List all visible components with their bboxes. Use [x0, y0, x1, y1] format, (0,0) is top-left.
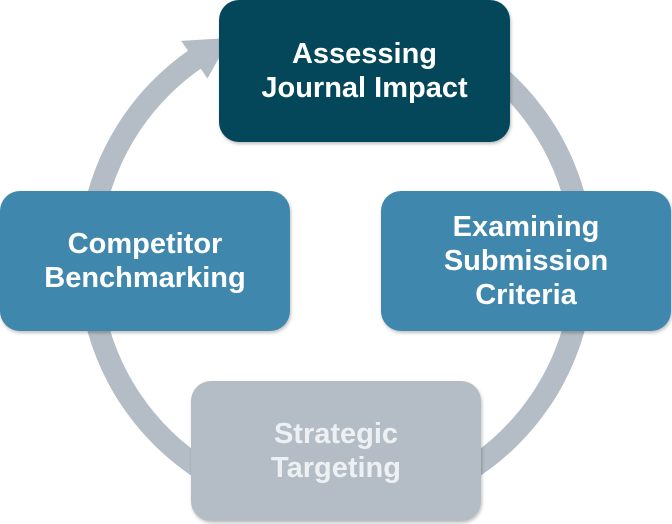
step-competitor-benchmarking: Competitor Benchmarking [0, 191, 290, 331]
step-label-line: Competitor [67, 228, 223, 260]
arrow-head-icon [181, 37, 231, 79]
step-label-line: Strategic [273, 418, 399, 450]
step-label-line: Targeting [271, 452, 401, 484]
step-label-line: Journal Impact [261, 72, 468, 104]
step-label-line: Assessing [291, 38, 438, 70]
step-label-line: Examining [452, 211, 600, 243]
ring-arc-bottom-right [461, 302, 591, 481]
step-strategic-targeting: Strategic Targeting [191, 381, 481, 521]
step-label-line: Benchmarking [44, 262, 246, 294]
ring-arc-top-left [81, 48, 205, 222]
step-examining-submission-criteria: Examining Submission Criteria [381, 191, 671, 331]
step-label-line: Criteria [475, 279, 577, 311]
ring-arc-bottom-left [81, 302, 211, 481]
step-assessing-journal-impact: Assessing Journal Impact [219, 0, 510, 142]
step-label-line: Submission [443, 245, 609, 277]
